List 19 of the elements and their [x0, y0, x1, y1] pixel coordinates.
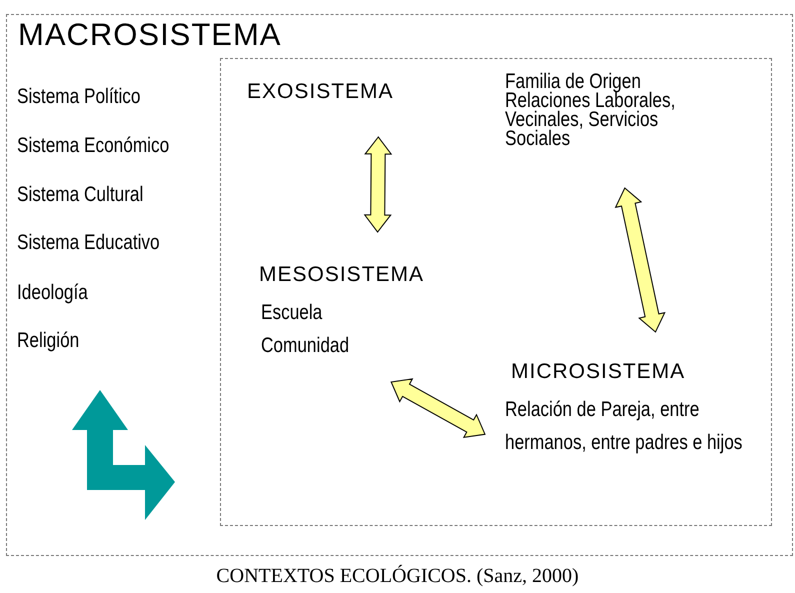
list-item: Sistema Político: [17, 85, 140, 109]
list-item: Sistema Económico: [17, 134, 170, 158]
description-text: Escuela Comunidad: [261, 300, 350, 359]
list-item: Sistema Educativo: [17, 231, 160, 255]
boundary-box: [220, 58, 772, 526]
heading: MESOSISTEMA: [259, 263, 424, 287]
description-text: Familia de Origen Relaciones Laborales, Vecinales, Servicios Sociales: [505, 72, 676, 148]
heading: MICROSISTEMA: [511, 360, 686, 384]
heading: MACROSISTEMA: [18, 17, 282, 53]
double-arrow: [614, 187, 666, 333]
list-item: Religión: [17, 329, 80, 353]
list-item: Sistema Cultural: [17, 183, 144, 207]
description-text: Relación de Pareja, entre hermanos, entre padres e hijos: [505, 397, 744, 456]
double-arrow: [364, 136, 392, 233]
list-item: Ideología: [17, 281, 88, 305]
system-box: [6, 14, 793, 556]
caption: CONTEXTOS ECOLÓGICOS. (Sanz, 2000): [215, 565, 580, 588]
heading: EXOSISTEMA: [247, 80, 394, 104]
double-arrow: [390, 378, 486, 438]
